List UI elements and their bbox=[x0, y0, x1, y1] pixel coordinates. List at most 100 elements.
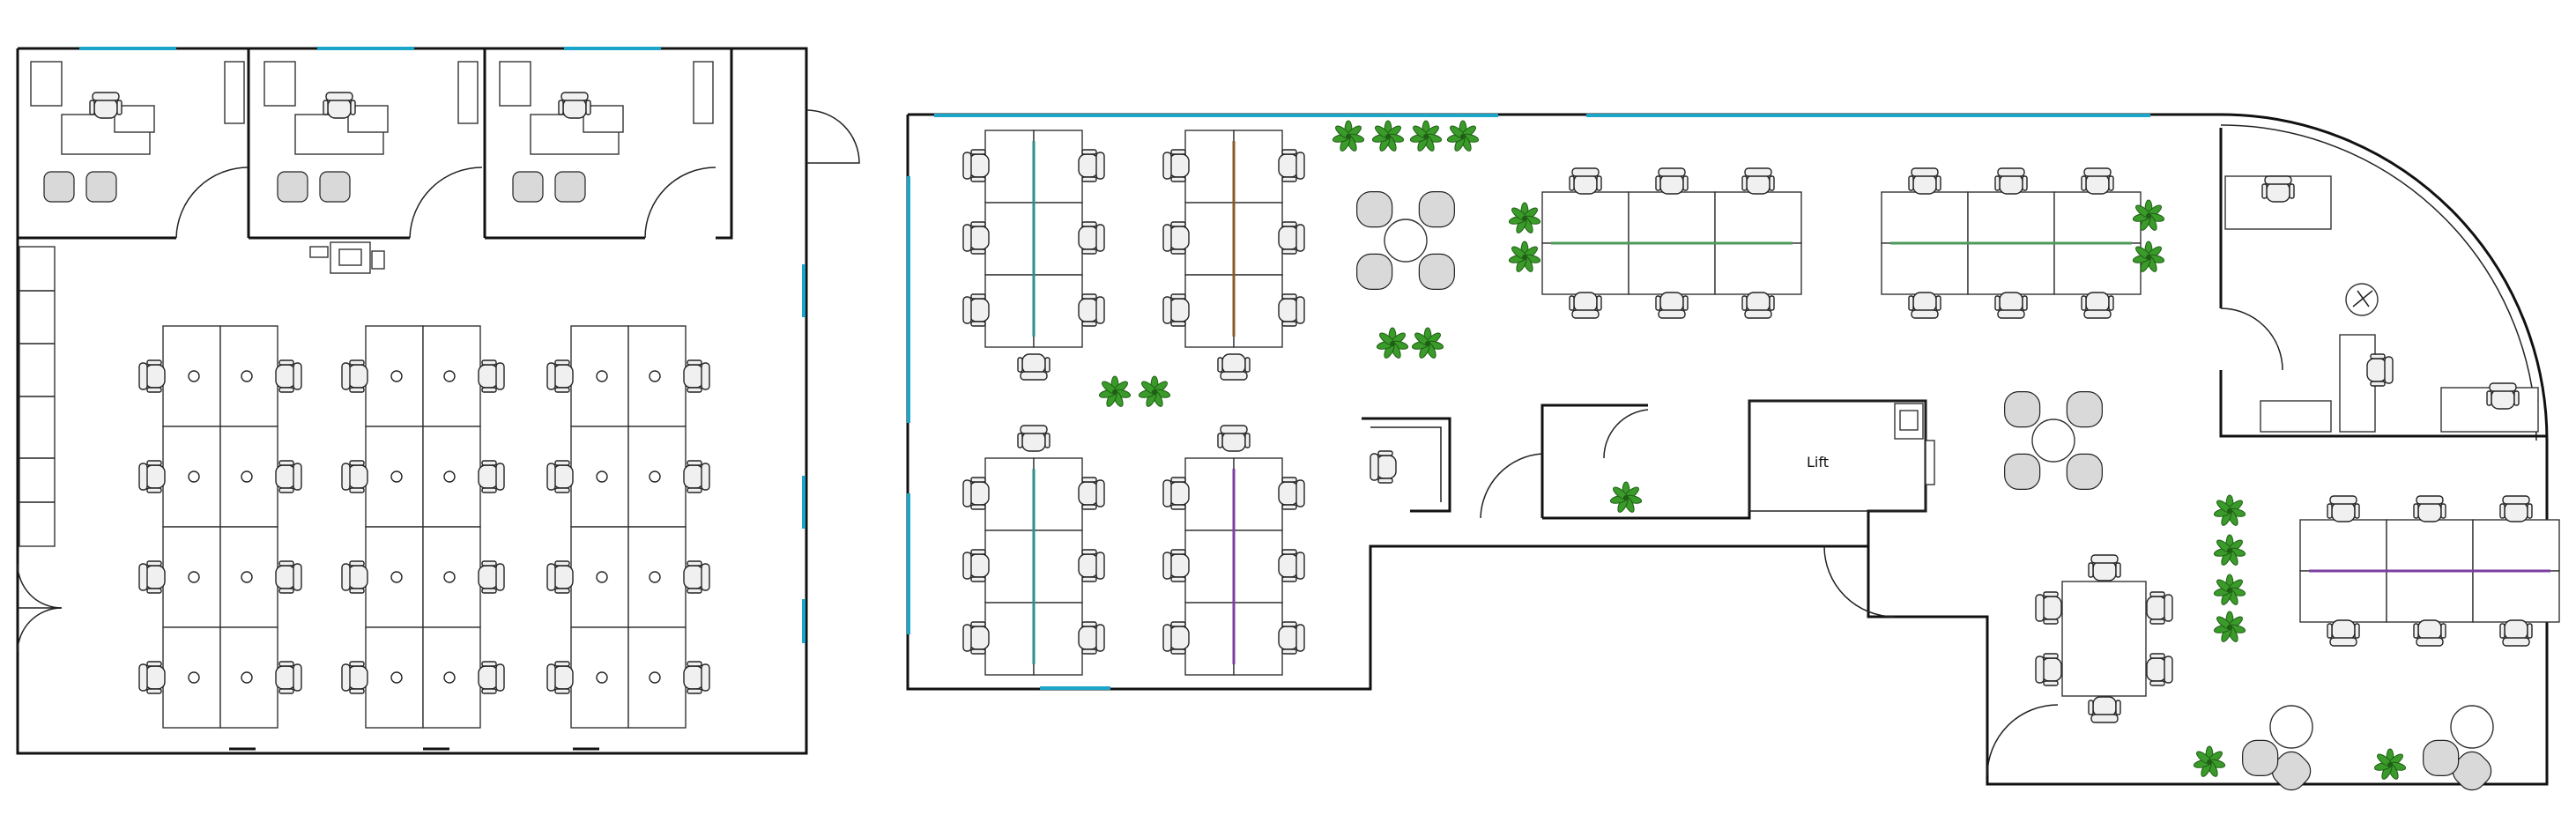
chair-icon bbox=[1569, 292, 1602, 319]
door-swing-icon bbox=[1480, 453, 1543, 519]
plant-icon bbox=[1411, 327, 1444, 359]
left-building bbox=[16, 47, 860, 755]
cluster-right-e bbox=[1541, 167, 1802, 319]
chair-icon bbox=[1078, 477, 1105, 510]
chair-icon bbox=[1278, 621, 1305, 655]
chair-icon bbox=[962, 293, 990, 327]
plant-icon bbox=[1376, 327, 1409, 359]
chair-icon bbox=[558, 92, 591, 119]
plant-icon bbox=[1138, 375, 1171, 407]
chair-icon bbox=[89, 92, 122, 119]
chair-icon bbox=[962, 549, 990, 582]
door-swing-icon bbox=[17, 563, 63, 609]
chair-icon bbox=[1162, 221, 1190, 255]
cluster-right-a bbox=[962, 130, 1105, 381]
plant-icon bbox=[1409, 120, 1443, 152]
chair-icon bbox=[1017, 425, 1050, 452]
chair-icon bbox=[2413, 619, 2446, 647]
lounge-3 bbox=[2242, 705, 2313, 791]
chair-icon bbox=[2146, 591, 2173, 625]
chair-icon bbox=[341, 560, 368, 594]
chair-icon bbox=[275, 460, 302, 493]
storage-cabinets bbox=[19, 246, 56, 547]
chair-icon bbox=[478, 560, 505, 594]
door-swing-icon bbox=[175, 167, 249, 239]
chair-icon bbox=[962, 477, 990, 510]
chair-icon bbox=[1078, 221, 1105, 255]
door-swing-icon bbox=[1986, 704, 2059, 776]
cluster-left-2 bbox=[341, 325, 505, 729]
plant-icon bbox=[1098, 375, 1132, 407]
plant-icon bbox=[2213, 574, 2246, 605]
printer-icon bbox=[309, 241, 385, 274]
chair-icon bbox=[2081, 292, 2114, 319]
door-swing-icon bbox=[1823, 545, 1896, 618]
chair-icon bbox=[2413, 495, 2446, 522]
plant-icon bbox=[2213, 611, 2246, 642]
door-swing-icon bbox=[644, 167, 716, 239]
plant-icon bbox=[2132, 241, 2165, 272]
plant-icon bbox=[1371, 120, 1405, 152]
lift-label: Lift bbox=[1807, 454, 1829, 470]
cluster-right-g bbox=[2299, 495, 2560, 647]
chair-icon bbox=[1655, 167, 1689, 195]
chair-icon bbox=[478, 661, 505, 694]
chair-icon bbox=[2081, 167, 2114, 195]
chair-icon bbox=[546, 661, 574, 694]
chair-icon bbox=[1994, 167, 2028, 195]
door-swing-icon bbox=[1603, 409, 1649, 459]
chair-icon bbox=[2088, 696, 2121, 723]
chair-icon bbox=[1741, 167, 1775, 195]
cluster-left-1 bbox=[138, 325, 302, 729]
chair-icon bbox=[2327, 619, 2360, 647]
chair-icon bbox=[1078, 549, 1105, 582]
chair-icon bbox=[1278, 221, 1305, 255]
chair-icon bbox=[1162, 477, 1190, 510]
chair-icon bbox=[1078, 293, 1105, 327]
chair-icon bbox=[1908, 167, 1941, 195]
chair-icon bbox=[1655, 292, 1689, 319]
chair-icon bbox=[138, 460, 166, 493]
chair-icon bbox=[962, 221, 990, 255]
chair-icon bbox=[2035, 653, 2062, 686]
cabin-2 bbox=[264, 61, 479, 203]
chair-icon bbox=[962, 621, 990, 655]
chair-icon bbox=[1278, 477, 1305, 510]
chair-icon bbox=[2146, 653, 2173, 686]
plant-icon bbox=[2373, 748, 2407, 780]
chair-icon bbox=[1017, 353, 1050, 381]
chair-icon bbox=[683, 359, 710, 393]
chair-icon bbox=[1217, 353, 1251, 381]
chair-icon bbox=[341, 661, 368, 694]
chair-icon bbox=[275, 661, 302, 694]
cluster-right-b bbox=[1162, 130, 1305, 381]
chair-icon bbox=[683, 460, 710, 493]
cluster-right-f bbox=[1881, 167, 2142, 319]
plant-icon bbox=[1508, 202, 1541, 233]
lounge-4 bbox=[2423, 705, 2494, 791]
door-swing-icon bbox=[409, 167, 483, 239]
chair-icon bbox=[2261, 175, 2295, 203]
chair-icon bbox=[1078, 149, 1105, 182]
chair-icon bbox=[341, 460, 368, 493]
chair-icon bbox=[478, 359, 505, 393]
plant-icon bbox=[1332, 120, 1365, 152]
door-swing-icon bbox=[805, 109, 860, 164]
chair-icon bbox=[138, 359, 166, 393]
chair-icon bbox=[1278, 549, 1305, 582]
chair-icon bbox=[1217, 425, 1251, 452]
chair-icon bbox=[323, 92, 356, 119]
plant-icon bbox=[2213, 534, 2246, 566]
chair-icon bbox=[546, 460, 574, 493]
lounge-2 bbox=[2004, 391, 2103, 490]
chair-icon bbox=[1162, 149, 1190, 182]
plant-icon bbox=[1609, 481, 1643, 513]
chair-icon bbox=[1162, 621, 1190, 655]
cluster-right-c bbox=[962, 425, 1105, 676]
right-building: Lift bbox=[906, 113, 2560, 791]
chair-icon bbox=[2486, 382, 2520, 410]
chair-icon bbox=[1078, 621, 1105, 655]
lounge-1 bbox=[1356, 191, 1455, 290]
manager-office bbox=[2224, 175, 2539, 433]
